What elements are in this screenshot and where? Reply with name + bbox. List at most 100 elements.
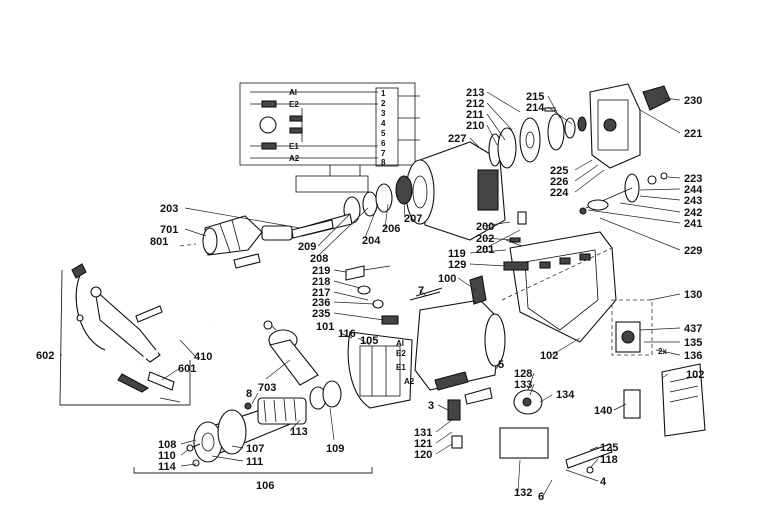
- label-203: 203: [160, 203, 178, 215]
- auxiliary-handle: [263, 320, 319, 386]
- terminal-e2-label: E2: [289, 100, 299, 109]
- label-110: 110: [158, 450, 176, 462]
- label-4: 4: [600, 476, 607, 488]
- switch-pin-label: 8: [381, 158, 386, 167]
- label-437: 437: [684, 323, 702, 335]
- label-217: 217: [312, 287, 330, 299]
- label-224: 224: [550, 187, 569, 199]
- switch-pin-label: 4: [381, 119, 386, 128]
- label-125: 125: [600, 442, 618, 454]
- label-7: 7: [418, 285, 424, 297]
- label-243: 243: [684, 195, 702, 207]
- label-111: 111: [246, 456, 263, 468]
- drill-chuck: [179, 215, 334, 269]
- label-200: 200: [476, 221, 494, 233]
- label-135: 135: [684, 337, 702, 349]
- label-601: 601: [178, 363, 196, 375]
- label-116: 116: [338, 328, 356, 340]
- label-119: 119: [448, 248, 466, 260]
- label-133: 133: [514, 379, 532, 391]
- label-219: 219: [312, 265, 330, 277]
- switch-pin-label: 5: [381, 129, 386, 138]
- label-223: 223: [684, 173, 702, 185]
- label-130: 130: [684, 289, 702, 301]
- switch-pin-label: 2: [381, 99, 386, 108]
- label-128: 128: [514, 368, 532, 380]
- motor-housing: [501, 231, 617, 343]
- field-housing: [347, 275, 506, 409]
- callout-labels: 213 212 211 210 227 215 214 230 221 225 …: [36, 87, 704, 503]
- leader-lines: [60, 91, 681, 497]
- label-225: 225: [550, 165, 568, 177]
- label-215: 215: [526, 91, 544, 103]
- label-229: 229: [684, 245, 702, 257]
- label-226: 226: [550, 176, 568, 188]
- label-140: 140: [594, 405, 612, 417]
- label-208: 208: [310, 253, 328, 265]
- label-a2: A2: [404, 377, 415, 386]
- label-118: 118: [600, 454, 618, 466]
- label-109: 109: [326, 443, 344, 455]
- side-handle-assembly: [59, 263, 216, 406]
- label-101: 101: [316, 321, 334, 333]
- label-211: 211: [466, 109, 484, 121]
- terminal-a2-label: A2: [289, 154, 300, 163]
- label-5: 5: [498, 359, 504, 371]
- label-107: 107: [246, 443, 264, 455]
- switch-and-cord: [447, 299, 706, 501]
- label-3: 3: [428, 400, 434, 412]
- label-410: 410: [194, 351, 212, 363]
- label-105: 105: [360, 335, 378, 347]
- label-209: 209: [298, 241, 316, 253]
- label-8: 8: [246, 388, 252, 400]
- label-602: 602: [36, 350, 54, 362]
- label-136: 136: [684, 350, 702, 362]
- label-213: 213: [466, 87, 484, 99]
- label-202: 202: [476, 233, 494, 245]
- label-121: 121: [414, 438, 432, 450]
- switch-pin-label: 7: [381, 149, 386, 158]
- label-701: 701: [160, 224, 178, 236]
- label-201: 201: [476, 244, 494, 256]
- label-230: 230: [684, 95, 702, 107]
- switch-pin-label: 1: [381, 89, 386, 98]
- label-113: 113: [290, 426, 308, 438]
- label-102b: 102: [686, 369, 704, 381]
- label-244: 244: [684, 184, 703, 196]
- wiring-schematic: AI E2 E1 A2 1 2 3 4 5 6 7 8: [239, 82, 420, 193]
- label-801: 801: [150, 236, 168, 248]
- label-131: 131: [414, 427, 432, 439]
- label-212: 212: [466, 98, 484, 110]
- gearbox-assembly: [299, 83, 671, 243]
- switch-pin-label: 3: [381, 109, 386, 118]
- label-134: 134: [556, 389, 575, 401]
- label-218: 218: [312, 276, 330, 288]
- switch-pin-label: 6: [381, 139, 386, 148]
- label-204: 204: [362, 235, 381, 247]
- label-210: 210: [466, 120, 484, 132]
- label-114: 114: [158, 461, 177, 473]
- label-227: 227: [448, 133, 466, 145]
- label-2x: 2x: [658, 347, 667, 356]
- label-214: 214: [526, 102, 545, 114]
- label-221: 221: [684, 128, 702, 140]
- label-100: 100: [438, 273, 456, 285]
- label-129: 129: [448, 259, 466, 271]
- label-106: 106: [256, 480, 274, 492]
- label-703: 703: [258, 382, 276, 394]
- label-132: 132: [514, 487, 532, 499]
- label-108: 108: [158, 439, 176, 451]
- label-ai: AI: [396, 339, 404, 348]
- label-242: 242: [684, 207, 702, 219]
- label-102a: 102: [540, 350, 558, 362]
- terminal-ai-label: AI: [289, 88, 297, 97]
- small-parts: [345, 239, 529, 325]
- label-206: 206: [382, 223, 400, 235]
- label-120: 120: [414, 449, 432, 461]
- label-207: 207: [404, 213, 422, 225]
- terminal-e1-label: E1: [289, 142, 299, 151]
- armature-assembly: [186, 380, 342, 467]
- label-236: 236: [312, 297, 330, 309]
- label-235: 235: [312, 308, 330, 320]
